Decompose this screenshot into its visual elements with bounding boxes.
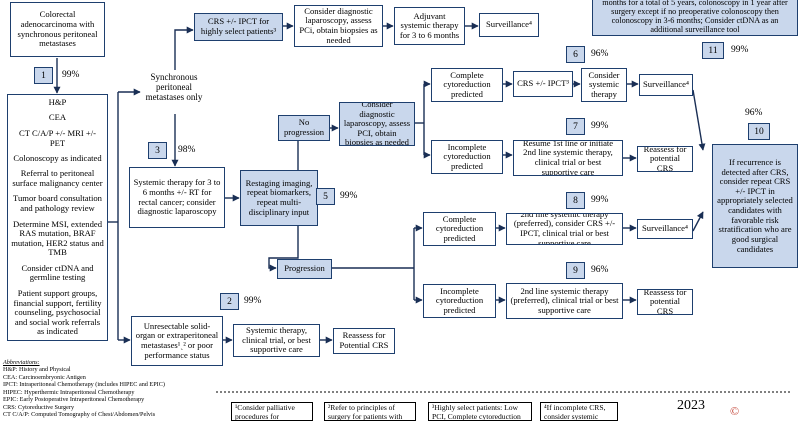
- badge-3: 3: [148, 142, 167, 159]
- badge-5: 5: [316, 188, 335, 205]
- reassess-2-node: Reassess for Potential CRS: [333, 328, 395, 354]
- badge-2-pct: 99%: [244, 296, 262, 306]
- second-line-node: 2nd line systemic therapy (preferred), c…: [506, 283, 623, 319]
- footnote-1: ¹Consider palliative procedures for: [231, 402, 313, 421]
- crs-ipct-6-node: CRS +/- IPCT³: [513, 71, 573, 97]
- badge-5-pct: 99%: [340, 191, 358, 201]
- badge-9: 9: [566, 262, 585, 279]
- reassess-9-node: Reassess for potential CRS: [637, 289, 693, 315]
- badge-9-pct: 96%: [591, 265, 609, 275]
- abbreviations-block: Abbreviations: H&P: History and Physical…: [3, 359, 165, 419]
- unresectable-node: Unresectable solid-organ or extraperiton…: [131, 316, 223, 366]
- badge-8: 8: [566, 192, 585, 209]
- footnote-4: ⁴If incomplete CRS, consider systemic: [540, 402, 618, 421]
- systemic-best-node: Systemic therapy, clinical trial, or bes…: [233, 324, 320, 357]
- workup-box: H&P CEA CT C/A/P +/- MRI +/- PET Colonos…: [7, 94, 108, 341]
- badge-7-pct: 99%: [591, 121, 609, 131]
- footnote-3: ³Highly select patients: Low PCI, Comple…: [428, 402, 532, 421]
- progression-node: Progression: [277, 259, 332, 279]
- adjuvant-node: Adjuvant systemic therapy for 3 to 6 mon…: [394, 7, 465, 45]
- diag-lap-top-node: Consider diagnostic laparoscopy, assess …: [294, 5, 383, 47]
- no-progression-node: No progression: [278, 115, 330, 141]
- systemic-3-6-node: Systemic therapy for 3 to 6 months +/- R…: [129, 167, 225, 228]
- top-right-surveillance-note: months for a total of 5 years, colonosco…: [592, 0, 798, 36]
- crs-ipct-select-node: CRS +/- IPCT for highly select patients³: [194, 13, 283, 41]
- badge-7: 7: [566, 118, 585, 135]
- consider-systemic-node: Consider systemic therapy: [581, 68, 627, 102]
- year-label: 2023: [677, 398, 705, 413]
- surveillance-top-node: Surveillance⁴: [479, 13, 539, 37]
- footnote-2: ²Refer to principles of surgery for pati…: [324, 402, 416, 421]
- start-node: Colorectal adenocarcinoma with synchrono…: [10, 2, 105, 57]
- resume-therapy-node: Resume 1st line or initiate 2nd line sys…: [513, 140, 623, 176]
- restaging-node: Restaging imaging, repeat biomarkers, re…: [240, 170, 318, 226]
- badge-1: 1: [34, 67, 53, 84]
- logo-mark-icon: ©: [730, 404, 740, 417]
- incomplete-cytoreduction-2: Incomplete cytoreduction predicted: [423, 284, 496, 318]
- recurrence-node: If recurrence is detected after CRS, con…: [712, 144, 798, 268]
- diag-lap-mid-node: Consider diagnostic laparoscopy, assess …: [339, 102, 415, 146]
- badge-3-pct: 98%: [178, 145, 196, 155]
- complete-cytoreduction-1: Complete cytoreduction predicted: [431, 68, 503, 102]
- sync-only-label: Synchronous peritoneal metastases only: [145, 72, 203, 103]
- incomplete-cytoreduction-1: Incomplete cytoreduction predicted: [431, 140, 503, 174]
- badge-11: 11: [702, 42, 724, 59]
- surveillance-6-node: Surveillance⁴: [639, 74, 693, 96]
- badge-6-pct: 96%: [591, 49, 609, 59]
- reassess-7-node: Reassess for potential CRS: [637, 146, 693, 172]
- badge-6: 6: [566, 46, 585, 63]
- second-line-crs-node: 2nd line systemic therapy (preferred), c…: [506, 213, 623, 245]
- badge-11-pct: 99%: [731, 45, 749, 55]
- badge-10: 10: [748, 123, 770, 140]
- badge-1-pct: 99%: [62, 70, 80, 80]
- badge-10-pct: 96%: [745, 108, 763, 118]
- complete-cytoreduction-2: Complete cytoreduction predicted: [423, 212, 496, 246]
- badge-8-pct: 99%: [591, 195, 609, 205]
- badge-2: 2: [220, 293, 239, 310]
- surveillance-8-node: Surveillance⁴: [637, 219, 693, 239]
